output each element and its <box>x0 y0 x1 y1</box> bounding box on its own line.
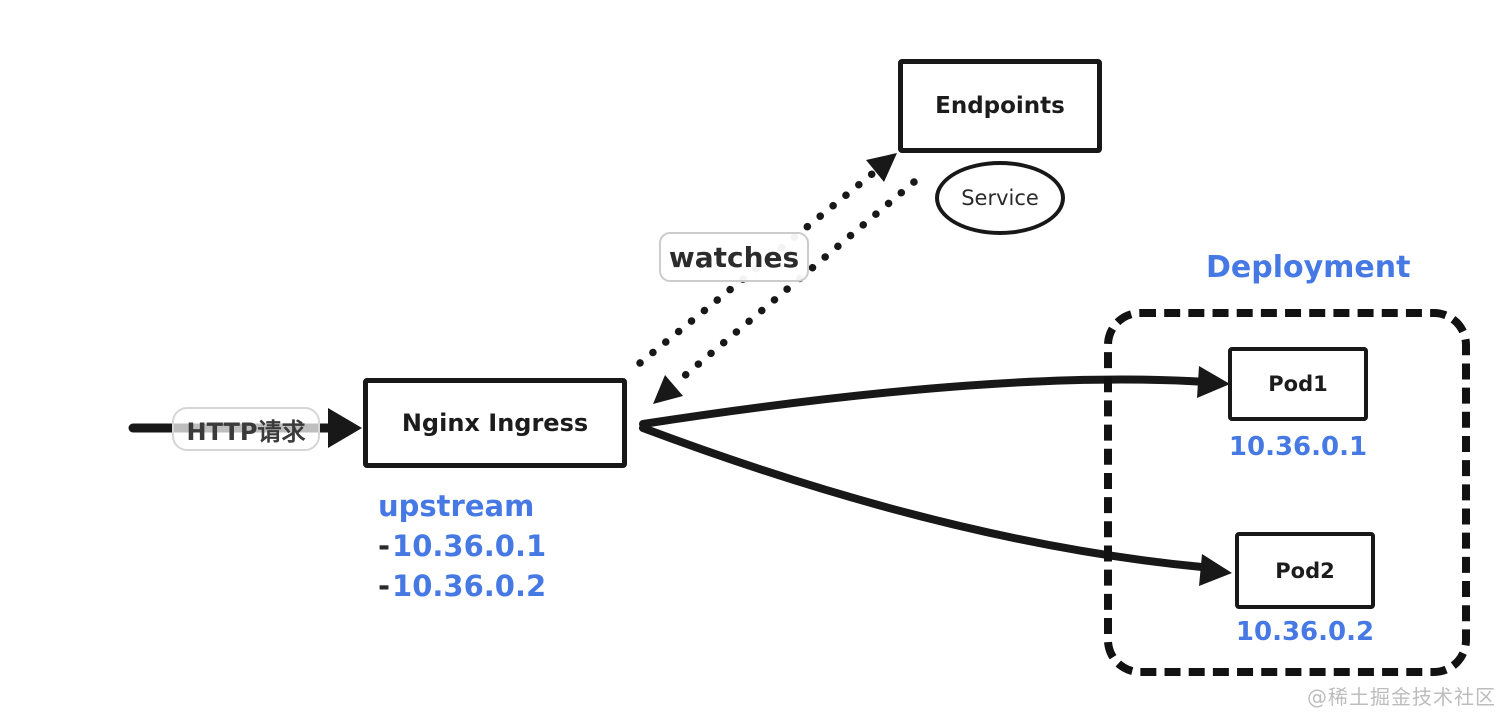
upstream-item: -10.36.0.1 <box>378 529 547 563</box>
pod2-label: Pod2 <box>1275 558 1335 583</box>
service-ellipse: Service <box>935 161 1065 235</box>
pod2-ip: 10.36.0.2 <box>1235 617 1375 647</box>
deployment-group-frame <box>1104 309 1470 676</box>
arrow-ingress-to-pod1 <box>639 366 1230 428</box>
endpoints-box: Endpoints <box>898 59 1102 153</box>
watermark: @稀土掘金技术社区 <box>1307 685 1496 709</box>
upstream-item: -10.36.0.2 <box>378 569 547 603</box>
service-label: Service <box>961 186 1039 210</box>
watches-label: watches <box>659 232 809 282</box>
nginx-ingress-label: Nginx Ingress <box>401 409 589 437</box>
pod2-box: Pod2 <box>1235 532 1375 609</box>
pod1-label: Pod1 <box>1268 372 1328 396</box>
dotted-arrow-service-to-ingress <box>653 178 918 404</box>
pod1-box: Pod1 <box>1228 347 1368 421</box>
upstream-annotation: upstream -10.36.0.1 -10.36.0.2 <box>378 486 546 606</box>
pod1-ip: 10.36.0.1 <box>1228 432 1368 462</box>
http-request-label: HTTP请求 <box>172 407 320 451</box>
endpoints-label: Endpoints <box>935 93 1065 119</box>
arrow-ingress-to-pod2 <box>639 424 1232 586</box>
deployment-title: Deployment <box>1206 250 1411 285</box>
nginx-ingress-box: Nginx Ingress <box>363 378 627 468</box>
upstream-title: upstream <box>378 489 535 523</box>
